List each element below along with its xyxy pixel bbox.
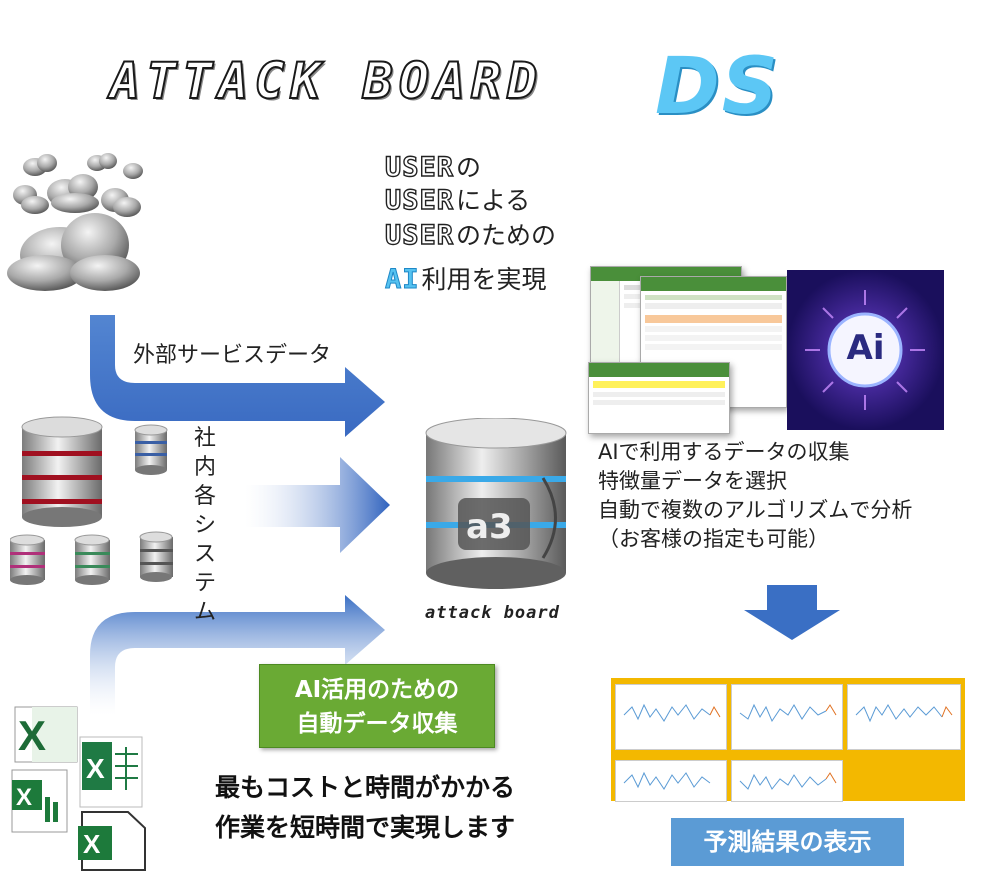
logo-attack-board: ATTACK BOARD — [109, 51, 544, 111]
attack-board-small-logo: attack board — [425, 603, 560, 623]
cloud-icon — [7, 153, 143, 291]
ai-label: Ai — [846, 328, 885, 368]
excel-icon: X X X X — [11, 706, 146, 871]
svg-text:X: X — [16, 784, 32, 811]
svg-text:X: X — [83, 829, 101, 859]
process-description: AIで利用するデータの収集 特徴量データを選択 自動で複数のアルゴリズムで分析 … — [598, 440, 913, 551]
ai-image: Ai — [787, 270, 944, 430]
database-icon — [10, 416, 173, 585]
prediction-results-label: 予測結果の表示 — [671, 818, 904, 866]
svg-text:a3: a3 — [466, 507, 513, 547]
prediction-results-panel — [611, 678, 965, 802]
external-data-label: 外部サービスデータ — [133, 343, 332, 368]
result-chart — [731, 684, 843, 750]
tagline-line-2: USERによる — [384, 184, 531, 216]
svg-text:X: X — [18, 712, 46, 759]
result-chart — [847, 684, 961, 750]
tagline-line-1: USERの — [384, 151, 482, 183]
attack-board-database-icon: a3 — [425, 418, 567, 589]
result-chart — [615, 684, 727, 750]
tagline-line-3: USERのための — [384, 219, 557, 251]
down-arrow — [742, 585, 842, 644]
bottom-message: 最もコストと時間がかかる 作業を短時間で実現します — [215, 773, 516, 842]
tagline-line-4: AI利用を実現 — [385, 264, 547, 296]
result-chart — [615, 760, 727, 802]
internal-systems-label: 社内各システム — [193, 426, 216, 625]
flow-arrows — [90, 315, 390, 715]
app-screenshot-3 — [588, 362, 730, 434]
svg-text:X: X — [86, 753, 105, 784]
auto-data-collection-box: AI活用のための 自動データ収集 — [259, 664, 495, 748]
logo-ds: DS — [655, 42, 780, 132]
result-chart — [731, 760, 843, 802]
